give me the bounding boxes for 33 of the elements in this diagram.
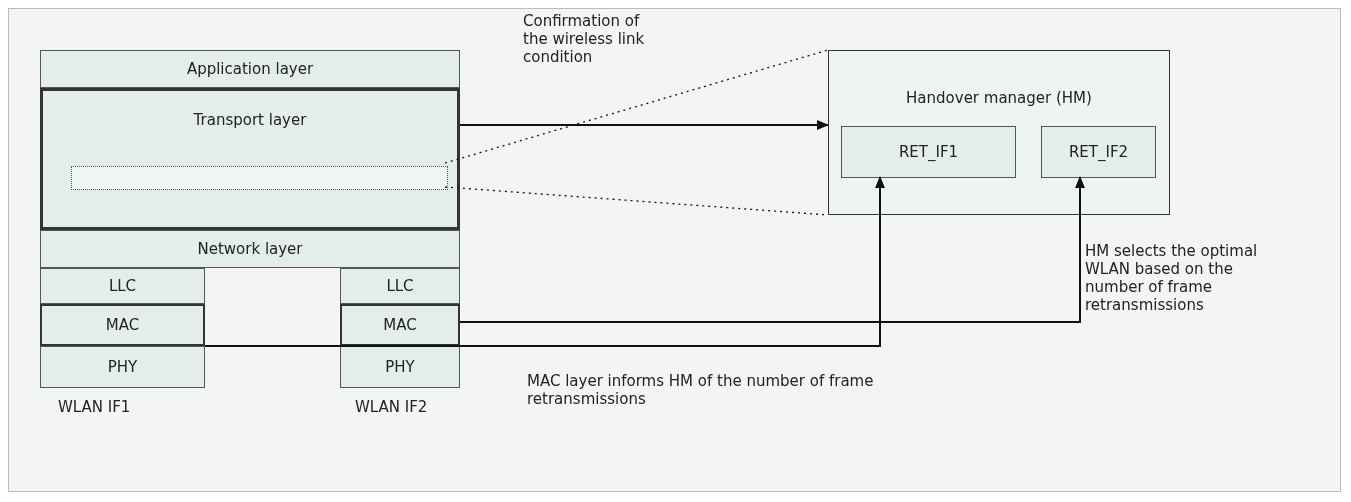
counter-box [841, 126, 1016, 178]
layer-label: Application layer [186, 60, 314, 78]
layer-label: RET_IF1 [898, 143, 959, 161]
note: MAC layer informs HM of the number of frame retransmissions [527, 372, 875, 408]
layer-label: MAC [383, 316, 417, 334]
arrow [459, 120, 829, 130]
layer-label: RET_IF2 [1068, 143, 1129, 161]
layer-label: Transport layer [193, 111, 307, 129]
layer-box [40, 268, 205, 304]
layer-box [40, 88, 460, 230]
manager-box [828, 50, 1170, 215]
layer-box [340, 304, 460, 346]
layer-box [340, 268, 460, 304]
dotted-line [444, 49, 829, 164]
layer-label: PHY [107, 358, 138, 376]
layer-box [40, 50, 460, 88]
dotted-region [71, 166, 448, 190]
layer-label: PHY [385, 358, 415, 376]
stack-label: WLAN IF2 [355, 398, 429, 416]
arrow [204, 176, 885, 347]
layer-box [340, 346, 460, 388]
arrow [459, 176, 1085, 323]
layer-box [40, 304, 205, 346]
counter-box [1041, 126, 1156, 178]
note: HM selects the optimal WLAN based on the number of frame retransmissions [1085, 242, 1259, 314]
layer-label: MAC [105, 316, 140, 334]
stack-label: WLAN IF1 [58, 398, 132, 416]
layer-box [40, 346, 205, 388]
layer-label: Handover manager (HM) [906, 89, 1092, 107]
layer-box [40, 230, 460, 268]
layer-label: LLC [386, 277, 414, 295]
layer-label: Network layer [197, 240, 303, 258]
layer-label: LLC [108, 277, 137, 295]
